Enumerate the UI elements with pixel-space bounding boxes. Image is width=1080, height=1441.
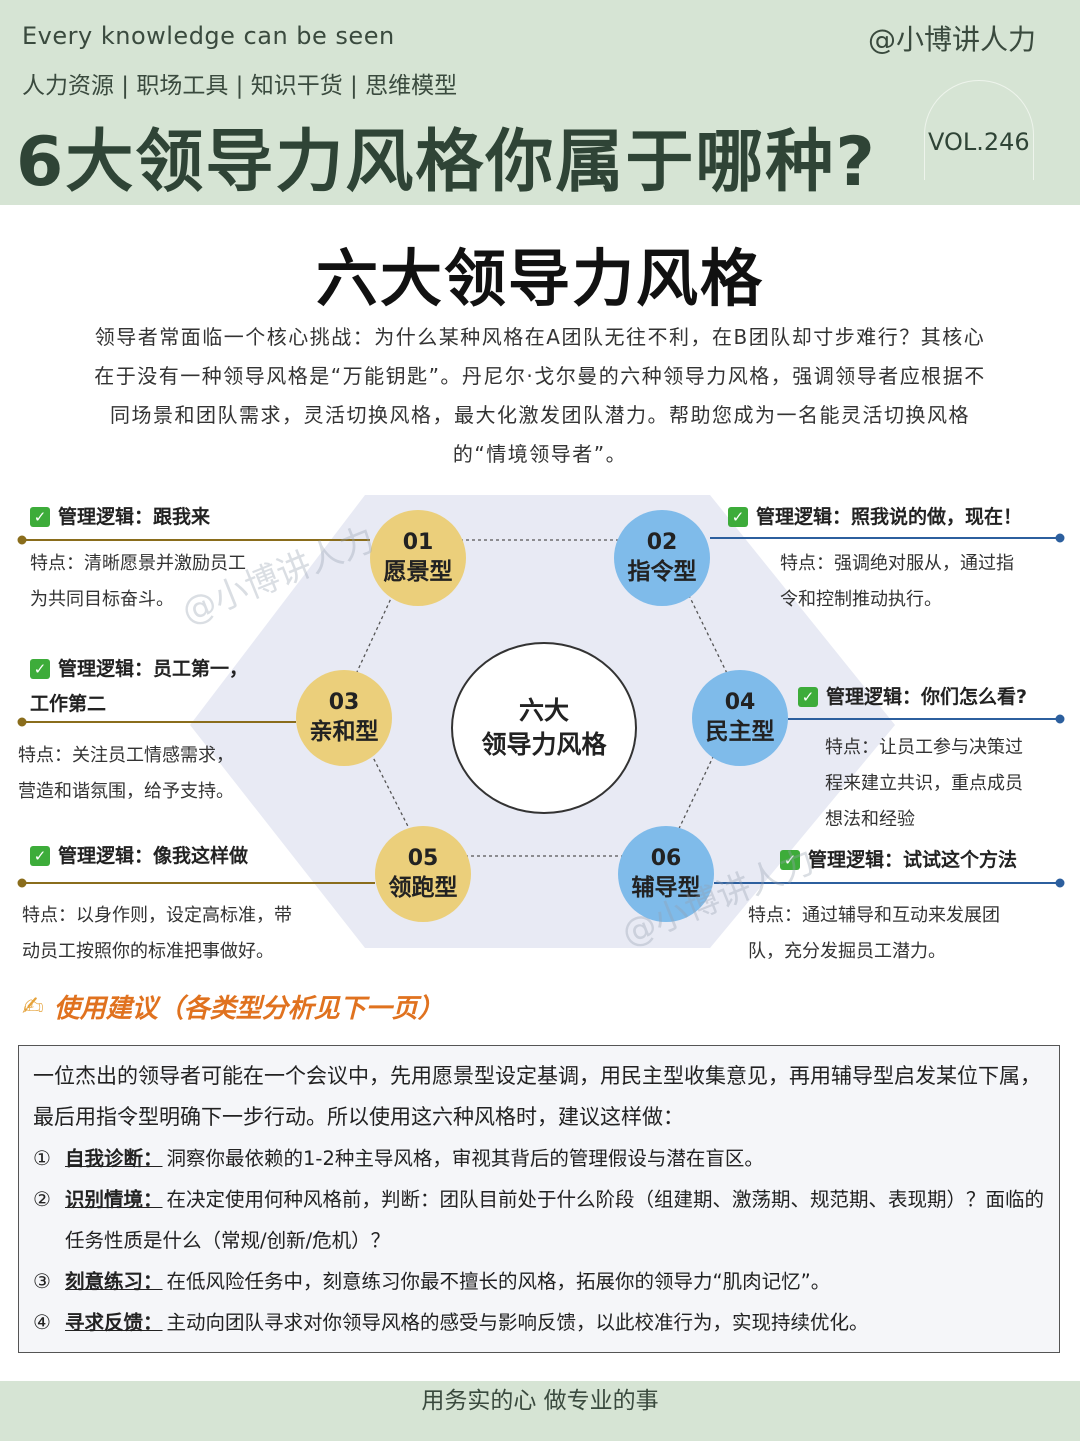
style-feature-03: 特点：关注员工情感需求， 营造和谐氛围，给予支持。 [18,738,234,810]
intro-paragraph: 领导者常面临一个核心挑战：为什么某种风格在A团队无往不利，在B团队却寸步难行？其… [94,325,986,466]
page-title: 6大领导力风格你属于哪种? [16,123,877,202]
logic-text: 管理逻辑：你们怎么看? [826,686,1028,708]
style-node-04: 04 民主型 [692,670,788,766]
style-node-name: 愿景型 [383,559,453,585]
style-feature-05: 特点：以身作则，设定高标准，带 动员工按照你的标准把事做好。 [22,898,292,970]
item-text: 主动向团队寻求对你领导风格的感受与影响反馈，以此校准行为，实现持续优化。 [166,1311,869,1334]
style-node-01: 01 愿景型 [370,510,466,606]
vol-arch-decoration [924,80,1034,180]
logic-text: 管理逻辑：员工第一， [58,658,249,680]
left-connectors [17,535,375,888]
style-node-number: 06 [650,846,682,871]
feature-line: 特点：强调绝对服从，通过指 [780,553,1014,574]
check-icon: ✓ [30,659,50,679]
feature-line: 队，充分发掘员工潜力。 [748,941,946,962]
suggestions-title: ✍ 使用建议（各类型分析见下一页） [22,988,444,1025]
style-logic-03: ✓ 管理逻辑：员工第一， [30,652,248,686]
style-feature-04: 特点：让员工参与决策过 程来建立共识，重点成员 想法和经验 [825,730,1023,838]
logic-text: 管理逻辑：照我说的做，现在！ [756,506,1023,528]
style-logic-05: ✓ 管理逻辑：像我这样做 [30,839,248,873]
feature-line: 特点：清晰愿景并激励员工 [30,553,246,574]
style-node-number: 02 [646,530,678,555]
check-icon: ✓ [728,507,748,527]
author-handle: @小博讲人力 [867,23,1036,56]
style-node-name: 民主型 [705,719,775,745]
feature-line: 程来建立共识，重点成员 [825,773,1023,794]
section-title: 六大领导力风格 [315,242,764,315]
check-icon: ✓ [30,846,50,866]
feature-line: 想法和经验 [825,809,915,830]
center-line-2: 领导力风格 [481,730,607,759]
feature-line: 特点：通过辅导和互动来发展团 [748,905,1000,926]
item-index: ④ [33,1310,51,1334]
style-node-name: 亲和型 [309,719,379,745]
check-icon: ✓ [798,687,818,707]
item-text: 在决定使用何种风格前，判断：团队目前处于什么阶段（组建期、激荡期、规范期、表现期… [65,1188,1045,1252]
volume-number: VOL.246 [928,128,1030,156]
style-feature-01: 特点：清晰愿景并激励员工 为共同目标奋斗。 [30,546,246,618]
style-logic-06: ✓ 管理逻辑：试试这个方法 [780,843,1017,877]
item-text: 在低风险任务中，刻意练习你最不擅长的风格，拓展你的领导力“肌肉记忆”。 [166,1270,831,1293]
style-logic-03-cont: 工作第二 [30,687,106,721]
style-node-name: 领跑型 [388,875,458,901]
check-icon: ✓ [30,507,50,527]
style-node-02: 02 指令型 [614,510,710,606]
logic-text: 工作第二 [30,693,107,715]
item-label: 自我诊断： [65,1147,163,1170]
item-index: ① [33,1146,51,1170]
style-logic-04: ✓ 管理逻辑：你们怎么看? [798,680,1027,714]
style-node-number: 03 [328,690,360,715]
feature-line: 动员工按照你的标准把事做好。 [22,941,274,962]
style-node-number: 04 [724,690,756,715]
tagline: Every knowledge can be seen [22,22,395,50]
style-feature-02: 特点：强调绝对服从，通过指 令和控制推动执行。 [780,546,1014,618]
feature-line: 特点：以身作则，设定高标准，带 [22,905,292,926]
logic-text: 管理逻辑：跟我来 [58,506,211,528]
suggestion-item: ③ 刻意练习：在低风险任务中，刻意练习你最不擅长的风格，拓展你的领导力“肌肉记忆… [33,1261,1045,1302]
suggestion-item: ④ 寻求反馈：主动向团队寻求对你领导风格的感受与影响反馈，以此校准行为，实现持续… [33,1302,1045,1343]
center-line-1: 六大 [518,696,569,725]
logic-text: 管理逻辑：试试这个方法 [808,849,1018,871]
item-index: ② [33,1187,51,1211]
pen-icon: ✍ [22,991,44,1022]
style-node-05: 05 领跑型 [375,826,471,922]
feature-line: 为共同目标奋斗。 [30,589,174,610]
item-text: 洞察你最依赖的1-2种主导风格，审视其背后的管理假设与潜在盲区。 [166,1147,764,1170]
suggestion-item: ② 识别情境：在决定使用何种风格前，判断：团队目前处于什么阶段（组建期、激荡期、… [33,1179,1045,1261]
style-logic-01: ✓ 管理逻辑：跟我来 [30,500,210,534]
suggestion-item: ① 自我诊断：洞察你最依赖的1-2种主导风格，审视其背后的管理假设与潜在盲区。 [33,1138,1045,1179]
style-node-number: 01 [402,530,434,555]
feature-line: 特点：关注员工情感需求， [18,745,234,766]
item-index: ③ [33,1269,51,1293]
center-circle: 六大 领导力风格 [451,642,637,814]
item-label: 刻意练习： [65,1270,163,1293]
style-node-name: 辅导型 [631,875,701,901]
style-node-06: 06 辅导型 [618,826,714,922]
style-feature-06: 特点：通过辅导和互动来发展团 队，充分发掘员工潜力。 [748,898,1000,970]
item-label: 寻求反馈： [65,1311,163,1334]
right-connectors [710,533,1065,888]
feature-line: 特点：让员工参与决策过 [825,737,1023,758]
logic-text: 管理逻辑：像我这样做 [58,845,249,867]
category-list: 人力资源 | 职场工具 | 知识干货 | 思维模型 [22,73,458,99]
suggestions-box: 一位杰出的领导者可能在一个会议中，先用愿景型设定基调，用民主型收集意见，再用辅导… [18,1045,1060,1353]
header-banner: Every knowledge can be seen @小博讲人力 人力资源 … [0,0,1080,205]
style-node-03: 03 亲和型 [296,670,392,766]
suggestions-intro: 一位杰出的领导者可能在一个会议中，先用愿景型设定基调，用民主型收集意见，再用辅导… [33,1064,1041,1129]
footer-slogan: 用务实的心 做专业的事 [0,1381,1080,1441]
style-logic-02: ✓ 管理逻辑：照我说的做，现在！ [728,500,1022,534]
style-node-number: 05 [407,846,439,871]
item-label: 识别情境： [65,1188,163,1211]
feature-line: 营造和谐氛围，给予支持。 [18,781,234,802]
style-node-name: 指令型 [627,559,697,585]
feature-line: 令和控制推动执行。 [780,589,942,610]
check-icon: ✓ [780,850,800,870]
suggestions-title-text: 使用建议（各类型分析见下一页） [53,994,444,1024]
